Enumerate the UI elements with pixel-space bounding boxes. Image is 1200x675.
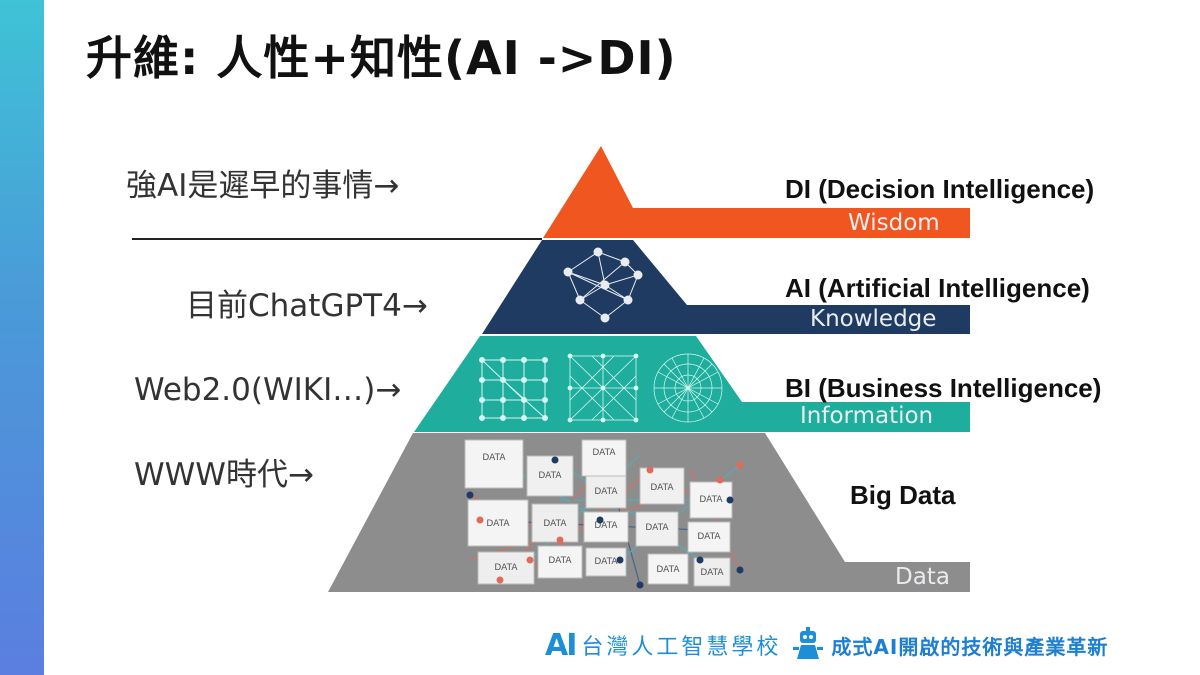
data-box-icon: DATA: [689, 481, 733, 519]
data-node-dots: [466, 456, 744, 589]
left-label-web20: Web2.0(WIKI…)→: [134, 372, 402, 408]
data-box-label: DATA: [594, 557, 618, 567]
data-box-label: DATA: [656, 565, 680, 575]
slogan-text: 成式AI開啟的技術與產業革新: [831, 634, 1109, 659]
data-box-icon: DATA: [537, 545, 583, 579]
pyramid-level-wisdom: Wisdom: [848, 210, 940, 236]
data-box-label: DATA: [594, 521, 618, 531]
data-box-icon: DATA: [526, 455, 574, 497]
data-box-icon: DATA: [687, 521, 731, 553]
right-label-ai: AI (Artificial Intelligence): [785, 273, 1090, 303]
left-label-strong-ai: 強AI是遲早的事情→: [126, 168, 400, 204]
pyramid-level-information: Information: [800, 403, 934, 429]
data-box-label: DATA: [548, 556, 572, 566]
data-box-label: DATA: [697, 532, 721, 542]
right-label-di: DI (Decision Intelligence): [785, 174, 1095, 204]
data-box-label: DATA: [700, 568, 724, 578]
data-box-label: DATA: [486, 519, 510, 529]
right-label-big-data: Big Data: [850, 480, 956, 510]
circular-graph-icon: [653, 353, 723, 423]
data-box-label: DATA: [538, 471, 562, 481]
data-box-icon: DATA: [639, 467, 685, 505]
pyramid-wisdom-tier: [543, 146, 970, 238]
data-box-icon: DATA: [583, 511, 629, 543]
pyramid-level-knowledge: Knowledge: [810, 306, 937, 332]
accent-bar: [0, 0, 44, 675]
data-box-label: DATA: [543, 519, 567, 529]
data-boxes: DATA DATA DATA DATA DATA DATA DATA DATA: [464, 439, 733, 587]
slide-title: 升維: 人性+知性(AI ->DI): [86, 31, 677, 85]
divider-line: [132, 238, 542, 240]
data-box-label: DATA: [699, 495, 723, 505]
data-box-label: DATA: [482, 453, 506, 463]
data-box-label: DATA: [645, 523, 669, 533]
footer-branding: AI 台灣人工智慧學校 成式AI開啟的技術與產業革新: [545, 625, 1195, 665]
left-label-www-era: WWW時代→: [134, 457, 314, 493]
right-label-bi: BI (Business Intelligence): [785, 373, 1102, 403]
data-box-icon: DATA: [635, 511, 679, 547]
data-box-icon: DATA: [581, 439, 627, 477]
data-box-icon: DATA: [585, 475, 627, 509]
school-name: 台灣人工智慧學校: [581, 635, 782, 660]
data-box-icon: DATA: [647, 553, 689, 585]
grid-graph-icon: [479, 357, 548, 421]
data-box-label: DATA: [650, 483, 674, 493]
data-box-icon: DATA: [477, 551, 535, 585]
pyramid-level-data: Data: [895, 564, 950, 590]
pyramid-knowledge-tier: [482, 240, 970, 334]
mesh-graph-icon: [567, 353, 639, 423]
robot-icon: [793, 627, 824, 659]
data-box-label: DATA: [494, 563, 518, 573]
data-box-icon: DATA: [531, 503, 579, 543]
left-label-chatgpt4: 目前ChatGPT4→: [186, 288, 428, 324]
data-box-icon: DATA: [464, 439, 524, 489]
data-box-icon: DATA: [585, 547, 627, 577]
data-box-icon: DATA: [467, 499, 529, 547]
data-box-label: DATA: [594, 487, 618, 497]
network-graph-icon: [563, 247, 643, 323]
school-logo: AI: [545, 627, 577, 663]
data-box-label: DATA: [592, 448, 616, 458]
